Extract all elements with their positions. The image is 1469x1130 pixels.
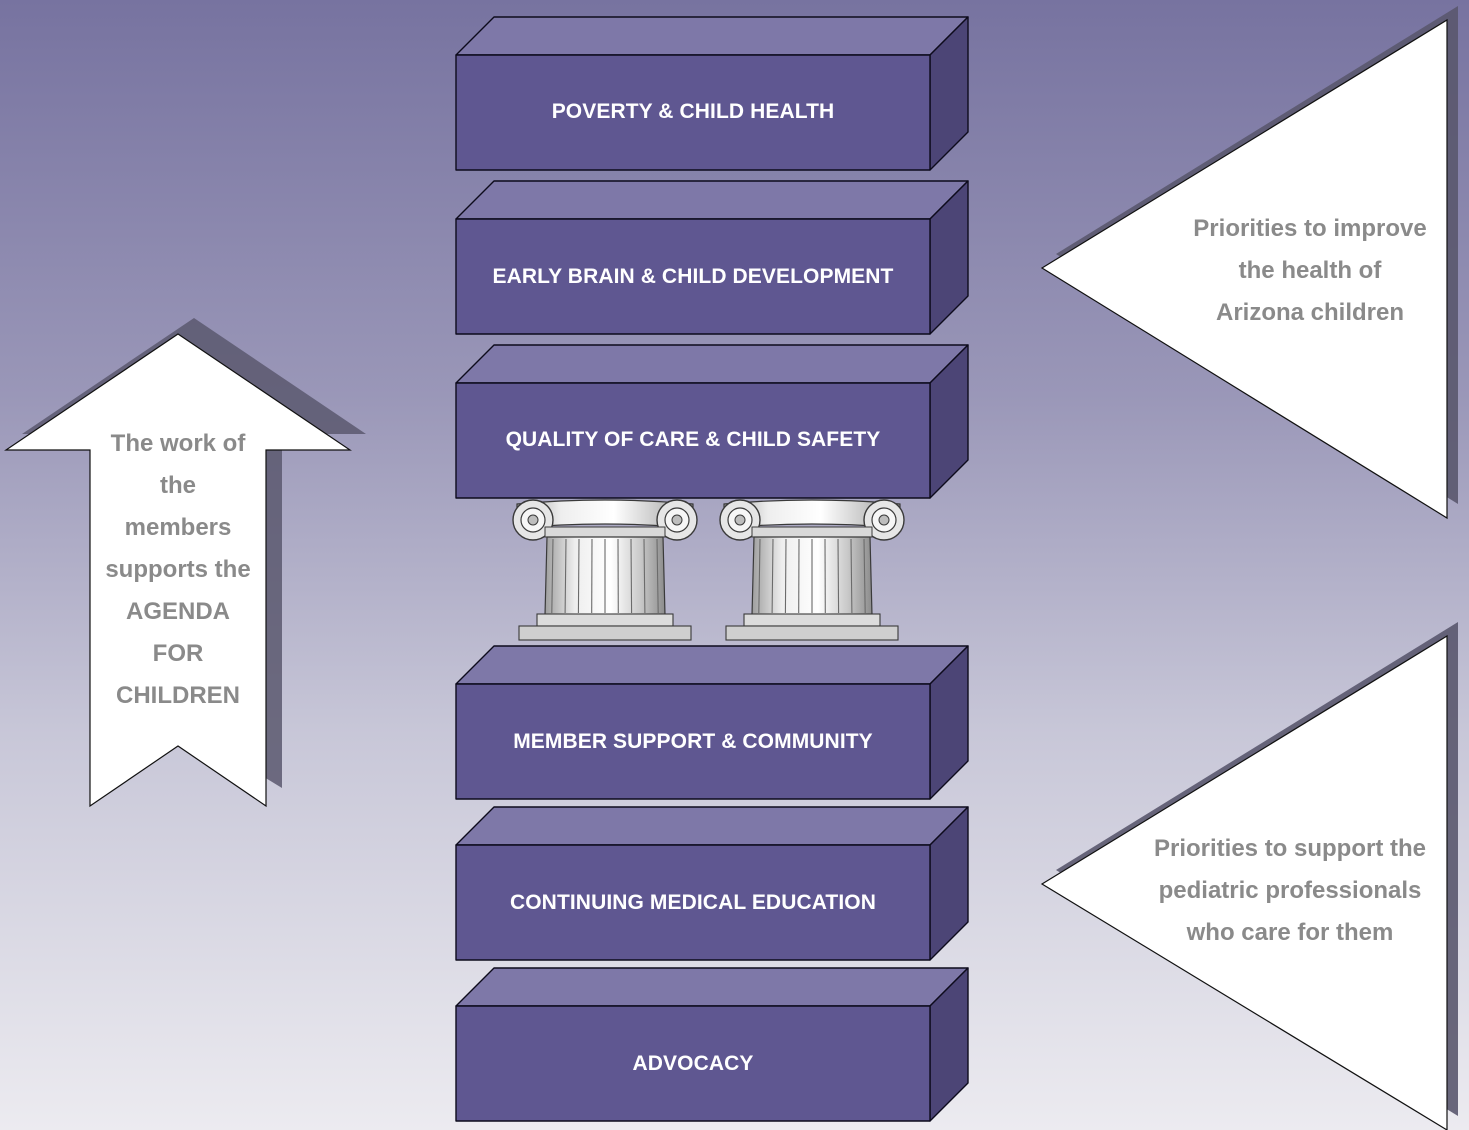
block-early-brain	[455, 180, 969, 335]
up-arrow-line: AGENDA	[125, 598, 230, 625]
block-cme	[455, 806, 969, 961]
callout-top-line: the health of	[1238, 257, 1382, 284]
block-front-face	[455, 382, 931, 499]
callout-top-line: Arizona children	[1215, 299, 1405, 326]
block-member-support	[455, 645, 969, 800]
block-top-face	[455, 806, 969, 846]
up-arrow-line: The work of	[110, 430, 246, 457]
block-label-member-support: MEMBER SUPPORT & COMMUNITY	[513, 730, 873, 753]
up-arrow-line: supports the	[105, 556, 251, 583]
callout-top-text: Priorities to improve the health of Ariz…	[1170, 208, 1450, 334]
callout-bottom-line: Priorities to support the	[1153, 835, 1426, 862]
callout-top-line: Priorities to improve	[1193, 215, 1427, 242]
up-arrow-line: the	[160, 472, 196, 499]
block-front-face	[455, 54, 931, 171]
callout-bottom-line: pediatric professionals	[1158, 877, 1422, 904]
up-arrow-shape	[4, 318, 366, 808]
up-arrow-line: members	[124, 514, 232, 541]
block-top-face	[455, 645, 969, 685]
block-poverty	[455, 16, 969, 171]
block-top-face	[455, 180, 969, 220]
block-front-face	[455, 218, 931, 335]
ionic-column	[719, 499, 905, 641]
block-label-cme: CONTINUING MEDICAL EDUCATION	[509, 891, 876, 914]
block-top-face	[455, 967, 969, 1007]
block-quality-of-care	[455, 344, 969, 499]
block-top-face	[455, 344, 969, 384]
ionic-column-icon	[512, 499, 905, 641]
block-front-face	[455, 844, 931, 961]
up-arrow-line: CHILDREN	[116, 682, 240, 709]
callout-triangle-bottom	[1040, 622, 1458, 1130]
blocks-layer	[455, 16, 969, 1122]
block-front-face	[455, 1005, 931, 1122]
up-arrow-text: The work of the members supports the AGE…	[98, 423, 258, 717]
block-label-early-brain: EARLY BRAIN & CHILD DEVELOPMENT	[492, 265, 894, 288]
block-top-face	[455, 16, 969, 56]
callout-bottom-line: who care for them	[1186, 919, 1394, 946]
callout-bottom-text: Priorities to support the pediatric prof…	[1138, 828, 1442, 954]
block-front-face	[455, 683, 931, 800]
up-arrow-line: FOR	[152, 640, 204, 667]
callout-triangle-top	[1040, 6, 1458, 520]
block-advocacy	[455, 967, 969, 1122]
ionic-column	[512, 499, 698, 641]
block-label-advocacy: ADVOCACY	[632, 1052, 754, 1075]
block-label-quality-of-care: QUALITY OF CARE & CHILD SAFETY	[505, 428, 881, 451]
block-label-poverty: POVERTY & CHILD HEALTH	[551, 100, 835, 123]
